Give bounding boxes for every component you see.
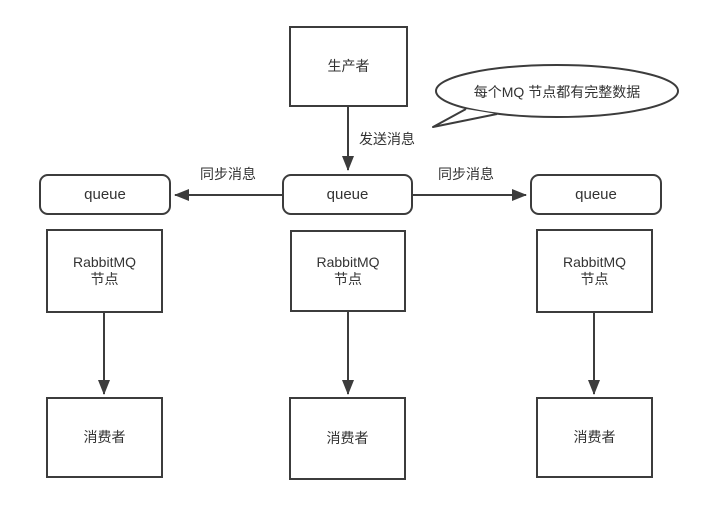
rabbitmq-node-left: RabbitMQ 节点	[46, 229, 163, 313]
rabbitmq-center-label-line2: 节点	[334, 271, 362, 287]
rabbitmq-left-label-line2: 节点	[90, 271, 119, 287]
speech-bubble-label: 每个MQ 节点都有完整数据	[473, 84, 641, 100]
consumer-right-label: 消费者	[573, 429, 616, 446]
consumer-node-left: 消费者	[46, 397, 163, 478]
sync-message-right-edge-label: 同步消息	[438, 166, 494, 182]
queue-node-center: queue	[282, 174, 413, 215]
rabbitmq-right-label-line2: 节点	[580, 271, 609, 287]
rabbitmq-right-label-line1: RabbitMQ	[562, 254, 627, 271]
rabbitmq-center-label-line1: RabbitMQ	[316, 254, 380, 271]
rabbitmq-node-center: RabbitMQ 节点	[290, 230, 406, 312]
consumer-left-label: 消费者	[83, 429, 126, 446]
rabbitmq-node-right: RabbitMQ 节点	[536, 229, 653, 313]
speech-bubble	[435, 64, 679, 118]
consumer-center-label: 消费者	[326, 430, 369, 447]
speech-bubble-tail	[432, 108, 498, 128]
queue-center-label: queue	[326, 185, 369, 203]
producer-node: 生产者	[289, 26, 408, 107]
queue-node-right: queue	[530, 174, 662, 215]
consumer-node-right: 消费者	[536, 397, 653, 478]
queue-node-left: queue	[39, 174, 171, 215]
send-message-edge-label: 发送消息	[359, 131, 415, 147]
sync-message-left-edge-label: 同步消息	[200, 166, 256, 182]
queue-left-label: queue	[84, 185, 126, 203]
rabbitmq-left-label-line1: RabbitMQ	[72, 254, 137, 271]
queue-right-label: queue	[575, 185, 617, 203]
producer-label: 生产者	[327, 58, 370, 75]
consumer-node-center: 消费者	[289, 397, 406, 480]
